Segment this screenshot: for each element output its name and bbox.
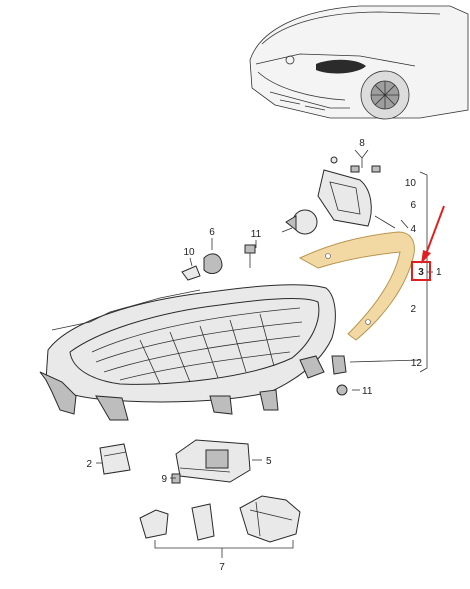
callout-4: 4 — [410, 224, 416, 235]
callout-2-left: 2 — [86, 459, 92, 470]
callout-6-left: 6 — [209, 227, 215, 238]
callout-9: 9 — [161, 474, 167, 485]
small-bulb — [181, 265, 201, 281]
leader-lines — [96, 149, 421, 479]
bracket-2 — [99, 443, 131, 475]
seal-gasket — [298, 231, 415, 341]
vehicle-illustration — [249, 5, 469, 120]
callout-3: 3 — [418, 267, 424, 278]
screw-9 — [171, 473, 181, 484]
screw-11-right — [336, 384, 348, 396]
callout-7: 7 — [219, 562, 225, 573]
headlight-housing — [39, 284, 336, 421]
control-unit — [175, 439, 251, 483]
clip-12 — [331, 355, 347, 375]
bulb-holder — [281, 209, 318, 235]
callout-6-right: 6 — [410, 200, 416, 211]
callout-2-right: 2 — [410, 304, 416, 315]
callout-5: 5 — [266, 456, 272, 467]
screw-11-top — [244, 244, 256, 268]
callout-1: 1 — [436, 267, 442, 278]
repair-kit-7 — [139, 495, 301, 558]
red-highlight-box — [411, 261, 431, 281]
callout-12: 12 — [411, 358, 423, 369]
callout-11-right: 11 — [362, 386, 373, 397]
cover-cap — [317, 156, 372, 227]
bulb-socket — [203, 253, 223, 274]
callout-10-left: 10 — [183, 247, 195, 258]
callout-10-right: 10 — [405, 178, 417, 189]
red-pointer-arrow — [421, 205, 445, 264]
screw-8 — [350, 165, 381, 173]
callout-11-top: 11 — [251, 229, 262, 240]
callout-8: 8 — [359, 138, 365, 149]
